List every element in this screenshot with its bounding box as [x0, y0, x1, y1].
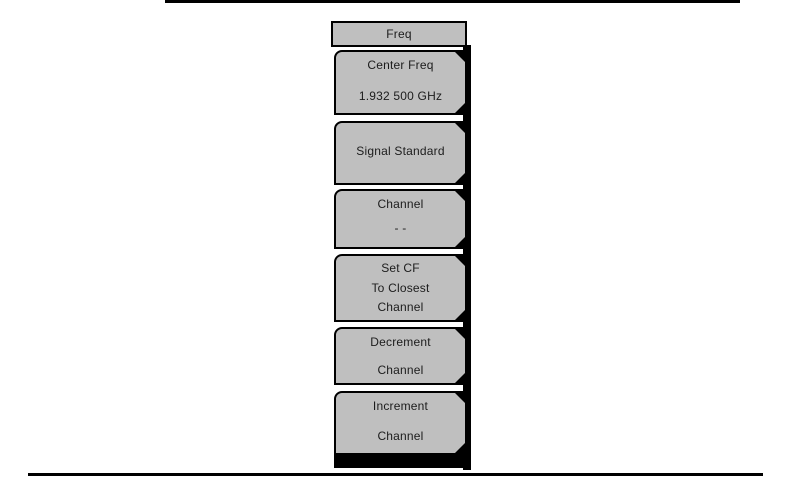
- softkey-label: Center Freq: [367, 58, 434, 72]
- softkey-label: Set CF: [381, 261, 420, 275]
- softkey-label: Channel: [377, 363, 424, 377]
- softkey-value: - -: [394, 221, 407, 235]
- menu-title: Freq: [331, 21, 467, 47]
- softkey-label: Channel: [377, 429, 424, 443]
- softkey-label: Channel: [377, 300, 424, 314]
- softkey-label: To Closest: [371, 280, 430, 295]
- softkey-panel-right-strip: [463, 45, 471, 470]
- softkey-label: Channel: [377, 197, 424, 211]
- top-rule: [165, 0, 740, 3]
- softkey-label: Signal Standard: [356, 144, 445, 158]
- softkey-panel-bottom-strip: [334, 455, 471, 468]
- softkey-label: Decrement: [370, 335, 431, 349]
- menu-title-label: Freq: [386, 27, 412, 41]
- softkey-value: 1.932 500 GHz: [358, 89, 443, 103]
- softkey-channel[interactable]: Channel - -: [334, 189, 467, 249]
- softkey-set-cf-to-closest-channel[interactable]: Set CF To Closest Channel: [334, 254, 467, 322]
- bottom-rule: [28, 473, 763, 476]
- softkey-center-freq[interactable]: Center Freq 1.932 500 GHz: [334, 50, 467, 115]
- softkey-decrement-channel[interactable]: Decrement Channel: [334, 327, 467, 385]
- softkey-signal-standard[interactable]: Signal Standard: [334, 121, 467, 185]
- softkey-increment-channel[interactable]: Increment Channel: [334, 391, 467, 455]
- softkey-label: Increment: [372, 399, 429, 413]
